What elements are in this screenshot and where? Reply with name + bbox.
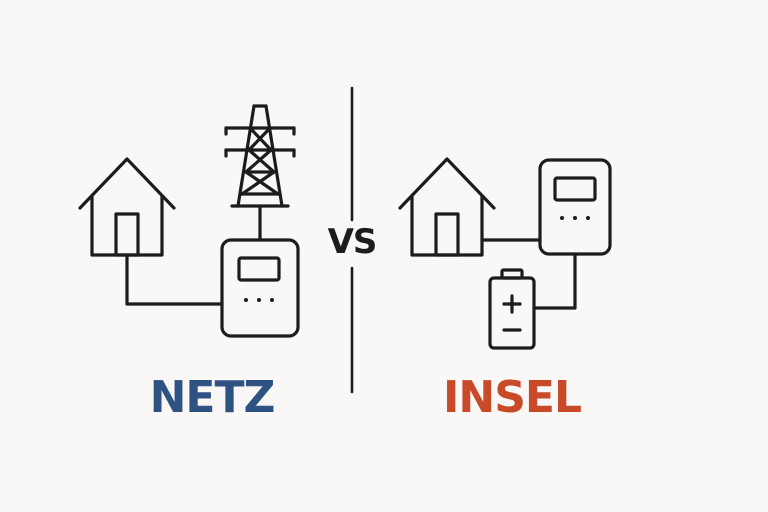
battery-cable xyxy=(532,252,577,310)
netz-label: NETZ xyxy=(149,372,276,423)
right-house-icon xyxy=(398,157,496,257)
left-house-icon xyxy=(78,157,176,257)
insel-label: INSEL xyxy=(443,372,582,423)
power-tower-icon xyxy=(224,104,296,242)
vs-label: VS xyxy=(327,222,378,262)
left-house-cable xyxy=(125,253,224,306)
right-inverter-icon xyxy=(538,158,612,256)
battery-icon xyxy=(488,268,536,350)
left-inverter-icon xyxy=(220,238,300,338)
